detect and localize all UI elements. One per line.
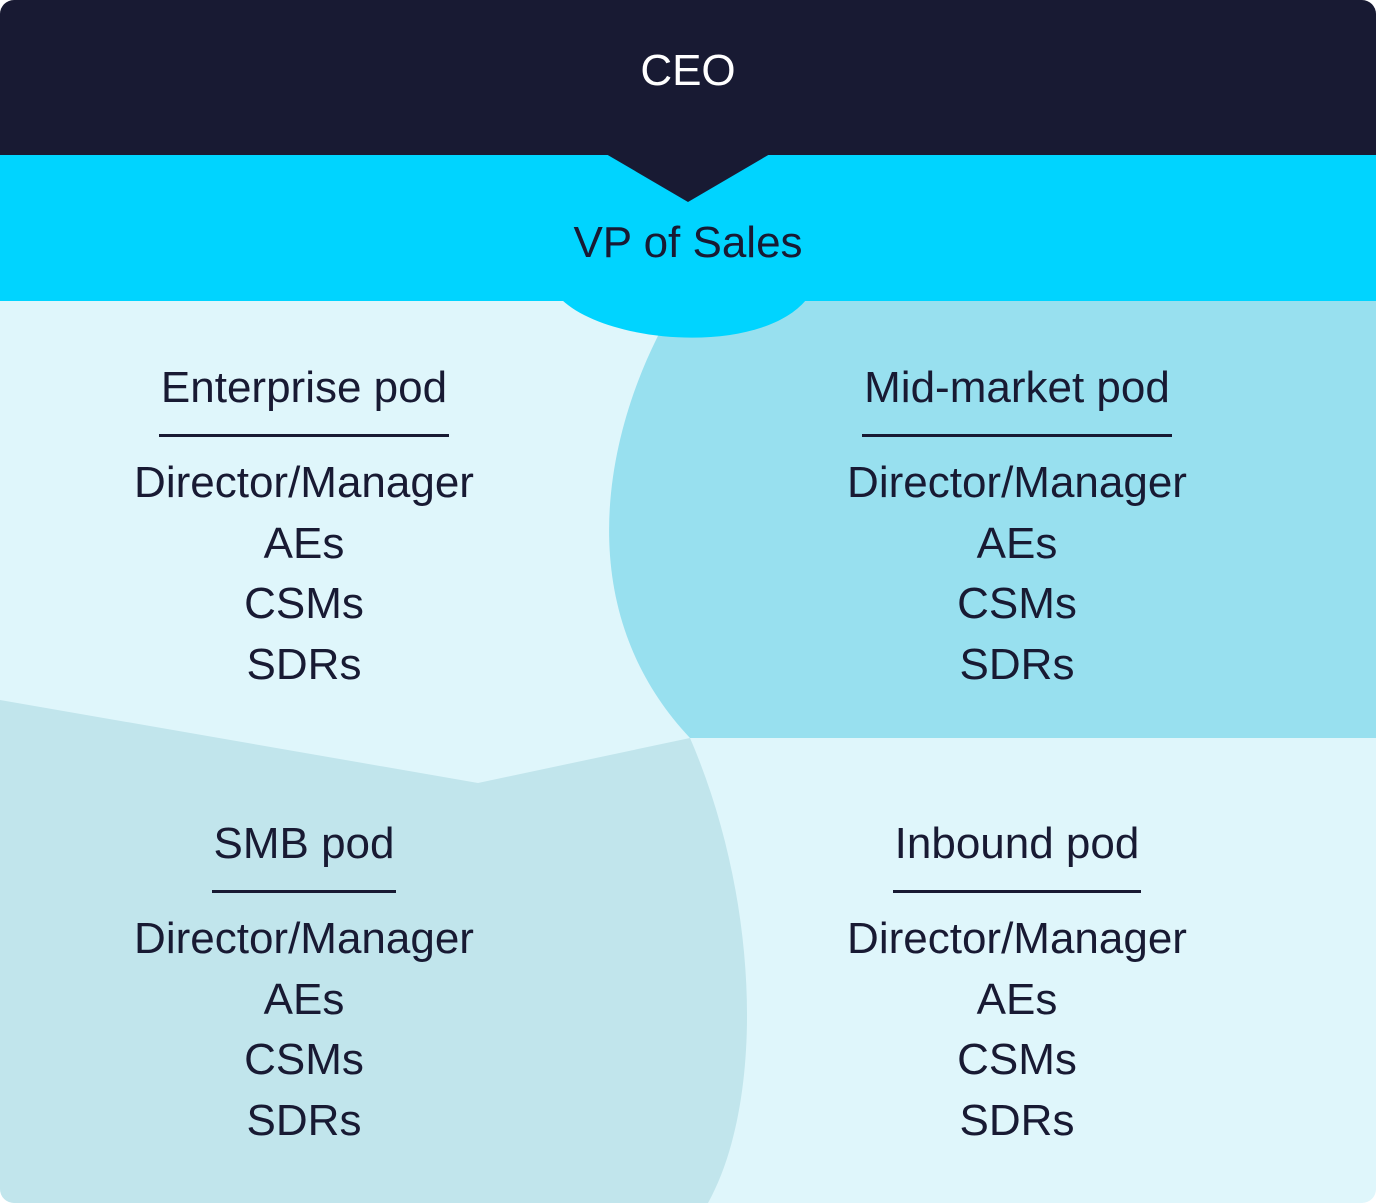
inbound-pod: Inbound pod Director/Manager AEs CSMs SD…	[757, 818, 1277, 1151]
pod-role: CSMs	[957, 579, 1077, 628]
ceo-label: CEO	[640, 46, 736, 95]
pod-title: SMB pod	[211, 818, 397, 893]
pod-role: SDRs	[246, 1095, 362, 1145]
pod-role: SDRs	[959, 639, 1075, 689]
ceo-band	[0, 0, 1376, 155]
pod-title: Mid-market pod	[862, 362, 1172, 437]
vp-of-sales-label: VP of Sales	[573, 218, 803, 267]
pod-role: AEs	[976, 518, 1058, 568]
pod-roles-list: Director/Manager AEs CSMs SDRs	[44, 909, 564, 1151]
pod-role: SDRs	[246, 639, 362, 689]
pod-role: Director/Manager	[847, 914, 1187, 963]
pod-role: AEs	[976, 974, 1058, 1024]
pod-title: Inbound pod	[892, 818, 1142, 893]
midmarket-pod-region	[609, 300, 1376, 738]
vp-bubble	[562, 300, 806, 338]
ceo-arrow	[606, 154, 770, 202]
pod-role: Director/Manager	[134, 914, 474, 963]
pod-role: Director/Manager	[847, 458, 1187, 507]
midmarket-pod: Mid-market pod Director/Manager AEs CSMs…	[757, 362, 1277, 695]
pod-title: Enterprise pod	[158, 362, 450, 437]
pod-role: AEs	[263, 518, 345, 568]
pod-role: CSMs	[244, 579, 364, 628]
pod-role: CSMs	[244, 1035, 364, 1084]
pod-roles-list: Director/Manager AEs CSMs SDRs	[757, 453, 1277, 695]
pod-roles-list: Director/Manager AEs CSMs SDRs	[757, 909, 1277, 1151]
pod-roles-list: Director/Manager AEs CSMs SDRs	[44, 453, 564, 695]
smb-pod-region	[0, 700, 748, 1203]
pod-role: SDRs	[959, 1095, 1075, 1145]
pod-role: AEs	[263, 974, 345, 1024]
enterprise-pod: Enterprise pod Director/Manager AEs CSMs…	[44, 362, 564, 695]
smb-pod: SMB pod Director/Manager AEs CSMs SDRs	[44, 818, 564, 1151]
pod-role: CSMs	[957, 1035, 1077, 1084]
pod-role: Director/Manager	[134, 458, 474, 507]
